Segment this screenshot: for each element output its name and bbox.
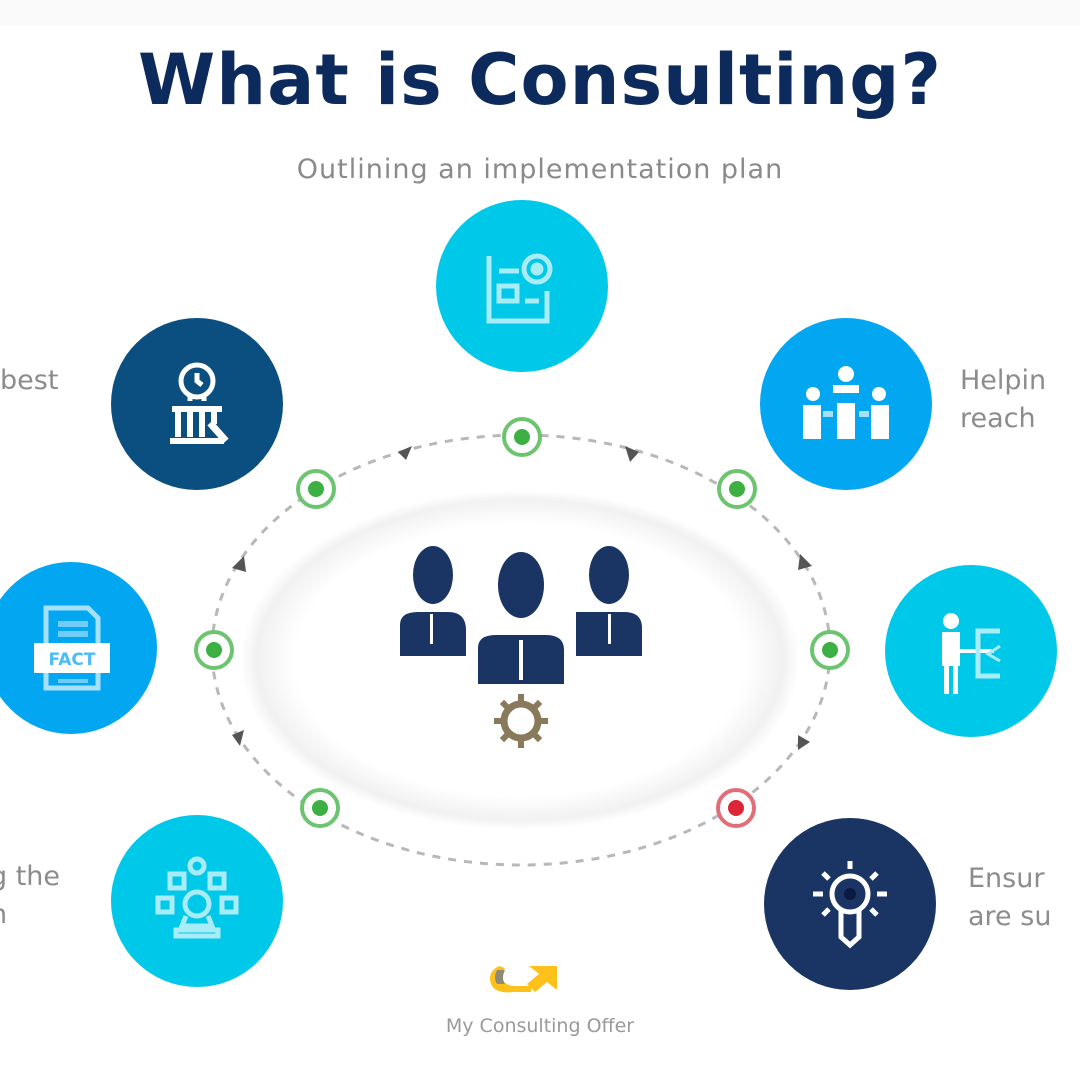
lightbulb-idea-icon	[813, 861, 887, 949]
step-bottom-left-label: g the n	[0, 861, 61, 930]
arrow-marker-icon	[232, 730, 244, 746]
node-bottom-left	[300, 788, 340, 828]
node-top-right	[717, 469, 757, 509]
magnifier-columns-icon	[170, 362, 229, 444]
node-left	[194, 630, 234, 670]
arrow-marker-icon	[398, 446, 412, 460]
step-bottom-right-label: Ensur are su	[968, 863, 1052, 932]
ring-arrow-markers	[232, 446, 812, 750]
blueprint-gear-icon	[486, 253, 553, 324]
node-right	[810, 630, 850, 670]
arrow-marker-icon	[798, 554, 812, 570]
arrow-marker-icon	[625, 446, 639, 462]
consultants-group-icon	[400, 546, 642, 684]
fact-label: FACT	[49, 650, 96, 670]
step-top-right-label: Helpin reach	[960, 365, 1047, 434]
node-top-left	[296, 469, 336, 509]
node-top	[502, 417, 542, 457]
brand-name: My Consulting Offer	[445, 1015, 635, 1037]
step-top-right-circle	[760, 318, 932, 490]
top-band	[0, 0, 1080, 26]
step-top-left-circle	[111, 318, 283, 490]
fact-document-icon: FACT	[34, 605, 110, 691]
network-person-icon	[155, 856, 239, 939]
arrow-logo-icon	[490, 966, 557, 993]
step-top-left-label: best	[0, 365, 59, 396]
page-title: What is Consulting?	[138, 39, 942, 121]
team-meeting-icon	[803, 366, 889, 439]
node-bottom-right-current	[716, 788, 756, 828]
page-subtitle: Outlining an implementation plan	[296, 154, 784, 185]
step-top-circle	[436, 200, 608, 372]
step-left-circle: FACT	[0, 562, 157, 734]
step-bottom-left-circle	[111, 815, 283, 987]
step-bottom-right-circle	[764, 818, 936, 990]
gear-icon	[494, 694, 548, 748]
presenter-board-icon	[942, 613, 1001, 694]
step-right-circle	[885, 565, 1057, 737]
arrow-marker-icon	[232, 556, 246, 572]
arrow-marker-icon	[798, 735, 810, 750]
